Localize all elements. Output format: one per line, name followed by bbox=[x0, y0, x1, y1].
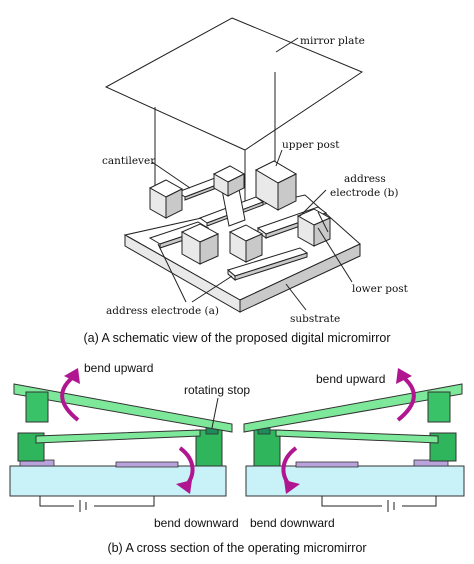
circuit-wire-left bbox=[39, 496, 74, 507]
upper-post-cross-left bbox=[195, 429, 223, 467]
mirror-cross-left bbox=[13, 383, 233, 433]
label-cantilever: cantilever bbox=[102, 155, 156, 167]
caption-b: (b) A cross section of the operating mic… bbox=[107, 541, 366, 555]
leader-line bbox=[299, 189, 327, 217]
label-upper-post: upper post bbox=[282, 139, 340, 151]
cantilever-block bbox=[148, 179, 184, 219]
circuit-wire-right bbox=[402, 496, 437, 507]
label-mirror-plate: mirror plate bbox=[300, 35, 365, 47]
label-substrate: substrate bbox=[290, 313, 340, 325]
circuit-wire-right bbox=[321, 496, 382, 507]
leader-line bbox=[285, 283, 307, 311]
substrate-right bbox=[245, 465, 465, 497]
label-address-electrode-a: address electrode (a) bbox=[106, 305, 219, 317]
label-bend-downward-left: bend downward bbox=[154, 516, 239, 530]
leader-line bbox=[191, 275, 233, 303]
cantilever-cross-right bbox=[275, 429, 439, 444]
label-bend-upward-left: bend upward bbox=[84, 361, 153, 375]
bend-down-arrowhead-left bbox=[176, 480, 192, 494]
cross-section-right bbox=[243, 368, 465, 512]
leader-line bbox=[151, 161, 191, 189]
center-post bbox=[228, 224, 264, 263]
mirror-post-right bbox=[427, 391, 451, 423]
address-electrode-a bbox=[226, 247, 309, 282]
cantilever-cross-left bbox=[35, 429, 201, 444]
bend-up-arrowhead-right bbox=[396, 368, 412, 384]
cross-section-left bbox=[9, 368, 233, 512]
bend-up-arrow-right bbox=[396, 376, 416, 422]
label-address-electrode-b-1: address bbox=[344, 173, 386, 185]
mirror-cross-right bbox=[243, 383, 463, 433]
upper-post bbox=[254, 160, 298, 211]
electrode-right-2 bbox=[295, 461, 359, 468]
leader-line bbox=[317, 211, 329, 233]
circuit-wire-left bbox=[94, 496, 155, 507]
label-rotating-stop: rotating stop bbox=[184, 383, 250, 397]
label-bend-downward-right: bend downward bbox=[250, 516, 335, 530]
label-lower-post: lower post bbox=[352, 283, 409, 295]
leader-line bbox=[275, 149, 283, 167]
label-bend-upward-right: bend upward bbox=[316, 372, 385, 386]
bend-up-arrowhead-left bbox=[64, 368, 80, 384]
leader-line bbox=[157, 243, 187, 303]
electrode-left-2 bbox=[115, 461, 179, 468]
lower-post-left bbox=[180, 223, 220, 265]
leader-line bbox=[317, 227, 353, 283]
mirror-post-left bbox=[25, 391, 49, 423]
label-address-electrode-b-2: electrode (b) bbox=[330, 187, 398, 199]
caption-a: (a) A schematic view of the proposed dig… bbox=[83, 331, 390, 345]
bend-up-arrow-left bbox=[60, 376, 80, 422]
schematic-view: mirror plate upper post cantilever addre… bbox=[102, 17, 409, 325]
leader-line bbox=[275, 37, 299, 53]
bend-down-arrowhead-right bbox=[284, 480, 300, 494]
rear-block bbox=[212, 165, 246, 197]
rotating-stop-leader bbox=[211, 397, 219, 429]
